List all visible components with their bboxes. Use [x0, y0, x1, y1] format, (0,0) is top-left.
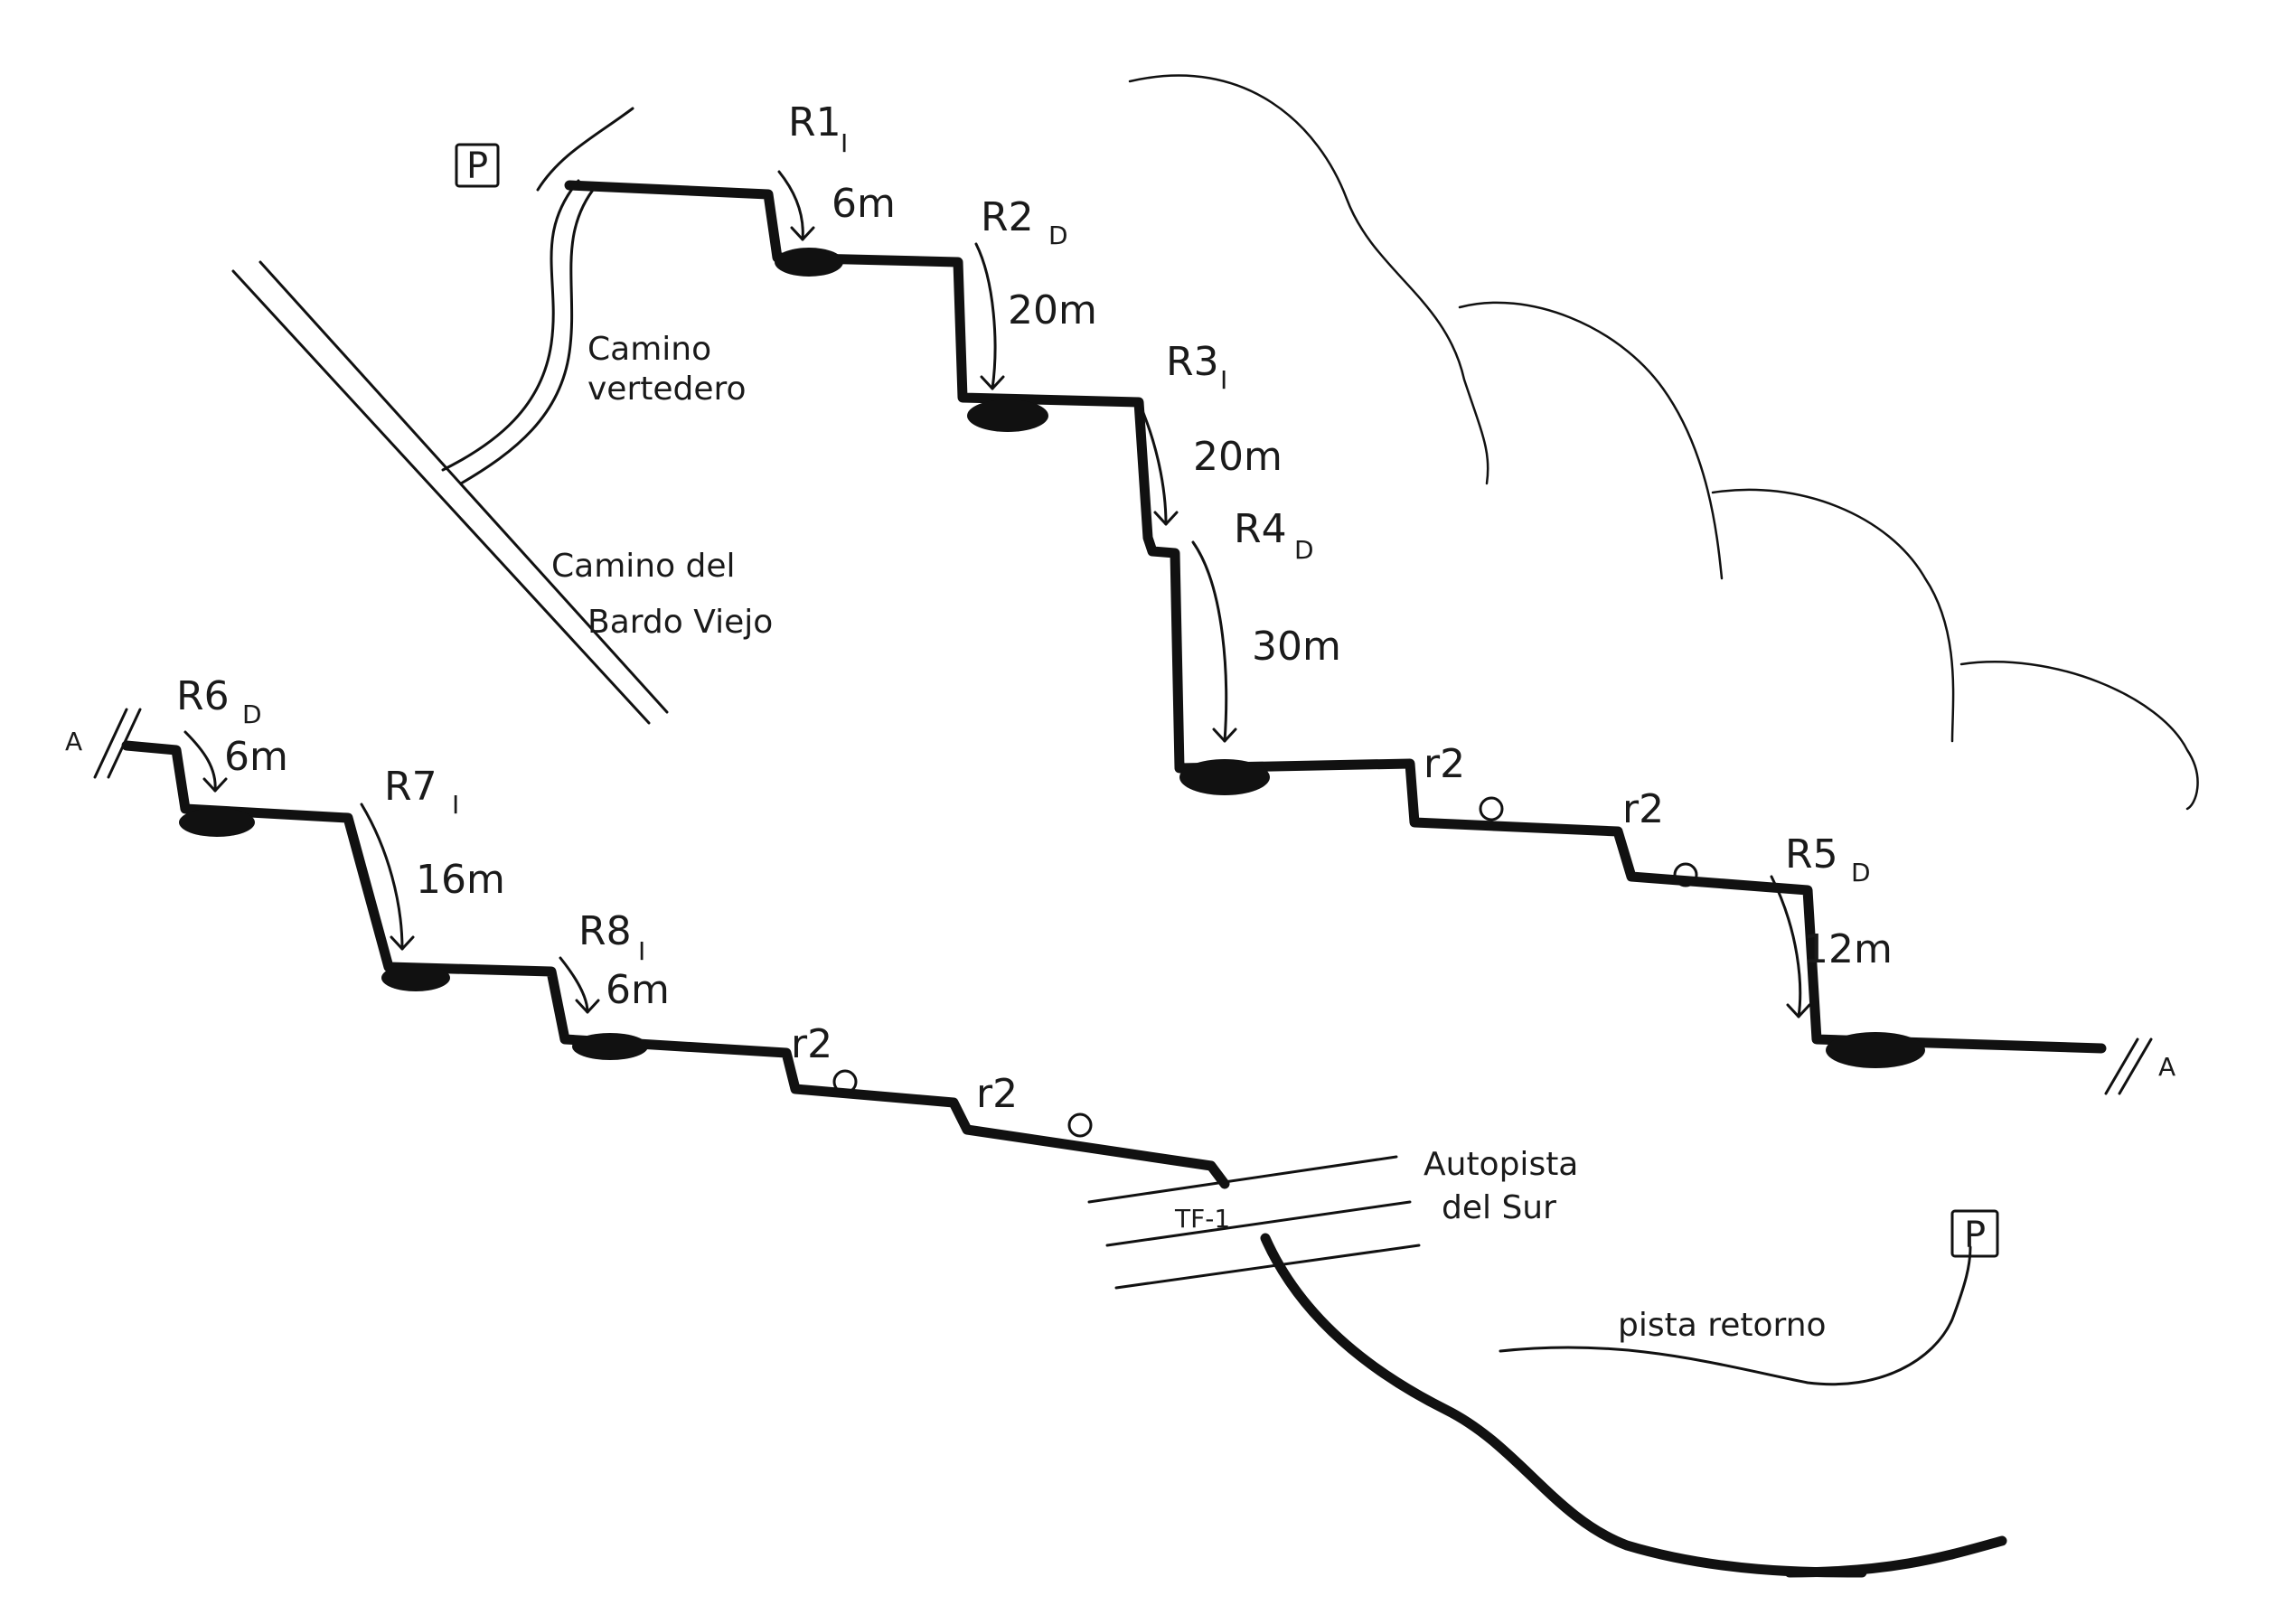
camino-bardo-line2: Bardo Viejo — [587, 604, 773, 641]
downclimb-label: r2 — [1622, 786, 1664, 832]
rappel-r6-id: R6 — [176, 673, 230, 719]
camino-bardo-line1: Camino del — [551, 548, 736, 585]
rappel-r4-height: 30m — [1252, 624, 1341, 670]
boulder — [1479, 796, 1504, 821]
rappel-r5-side: D — [1851, 858, 1871, 887]
rappel-r3-side: I — [1220, 365, 1227, 395]
rappel-r6-height: 6m — [224, 734, 288, 780]
downclimb-label: r2 — [976, 1071, 1018, 1117]
svg-text:A: A — [65, 727, 82, 756]
highway-line1: Autopista — [1424, 1146, 1578, 1183]
pool — [967, 399, 1048, 432]
rappel-r8-id: R8 — [578, 908, 632, 954]
rappel-r5-id: R5 — [1785, 831, 1838, 878]
svg-text:P: P — [1964, 1215, 1986, 1256]
downclimb-label: r2 — [791, 1021, 832, 1067]
return-track-label: pista retorno — [1618, 1307, 1827, 1344]
rappel-r2-id: R2 — [981, 194, 1034, 240]
boulder — [1673, 862, 1698, 887]
rappel-r8-height: 6m — [606, 967, 670, 1013]
pool — [1179, 759, 1270, 795]
rappel-r3-id: R3 — [1166, 339, 1219, 385]
road-camino-bardo-viejo — [231, 260, 669, 725]
rappel-r2-height: 20m — [1008, 287, 1097, 333]
rappel-r7-side: I — [452, 790, 459, 820]
continuation-mark-right: A — [2104, 1037, 2175, 1095]
rappel-r1-side: I — [841, 128, 848, 158]
rappel-r7-height: 16m — [416, 857, 505, 903]
hill-contours — [1128, 74, 2199, 811]
parking-end: P — [1950, 1209, 1999, 1258]
road-camino-vertedero — [441, 107, 634, 485]
rappel-r1-id: R1 — [788, 99, 841, 146]
rappel-r1-height: 6m — [832, 181, 896, 227]
parking-start: P — [455, 143, 500, 188]
rappel-r5-height: 12m — [1803, 926, 1893, 972]
camino-vertedero-line1: Camino — [587, 331, 711, 368]
boulder — [832, 1069, 858, 1094]
pool — [572, 1033, 648, 1060]
pool — [775, 248, 843, 277]
river-exit — [1260, 1233, 1867, 1578]
downclimb-labels: r2 r2 r2 r2 — [791, 741, 1664, 1117]
highway-bridge: TF-1 — [1087, 1155, 1421, 1290]
boulder — [1067, 1112, 1093, 1138]
river-exit-tail — [1784, 1535, 2007, 1578]
return-track — [1499, 1245, 1972, 1386]
svg-text:A: A — [2158, 1052, 2175, 1082]
rappel-arrows — [183, 170, 1811, 1019]
pool — [381, 964, 450, 991]
rappel-r3-height: 20m — [1193, 434, 1283, 480]
downclimb-label: r2 — [1424, 741, 1465, 787]
parking-start-label: P — [466, 146, 488, 187]
pool — [1826, 1032, 1925, 1068]
camino-vertedero-line2: vertedero — [587, 371, 747, 408]
rappel-labels: R1 I 6m R2 D 20m R3 I 20m R4 D 30m R5 D … — [176, 99, 1893, 1013]
rappel-r6-side: D — [242, 699, 262, 729]
rappel-r2-side: D — [1048, 221, 1068, 250]
rappel-r8-side: I — [638, 936, 645, 966]
rappel-r4-id: R4 — [1234, 506, 1287, 552]
rappel-r7-id: R7 — [384, 764, 437, 810]
pool — [179, 808, 255, 837]
rappel-r4-side: D — [1294, 535, 1314, 565]
river-upper — [564, 180, 2107, 1068]
highway-code: TF-1 — [1174, 1204, 1230, 1234]
highway-line2: del Sur — [1442, 1189, 1556, 1226]
river-lower — [121, 740, 1230, 1189]
